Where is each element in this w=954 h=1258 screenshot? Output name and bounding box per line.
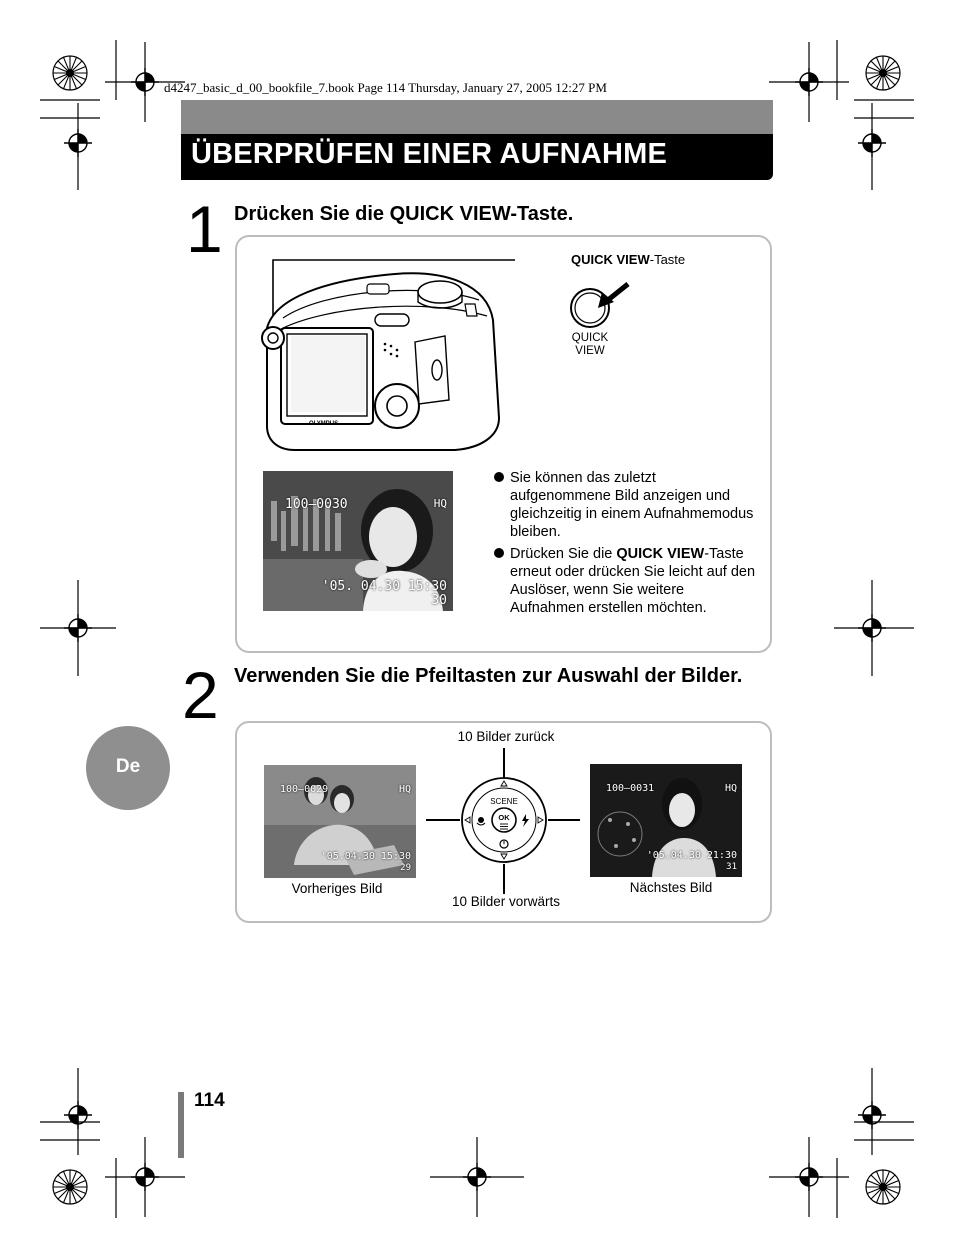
bullet-icon (494, 472, 504, 482)
arrow-pad-diagram: SCENE OK (426, 748, 580, 894)
page-number: 114 (194, 1090, 225, 1111)
lcd-file-no: 100–0030 (285, 497, 348, 512)
label-previous: Vorheriges Bild (291, 881, 383, 896)
menu-icon (500, 823, 508, 830)
note-2: Drücken Sie die QUICK VIEW-Taste erneut … (494, 545, 758, 617)
camera-illustration: OLYMPUS (261, 259, 515, 451)
note-2-pre: Drücken Sie die (510, 546, 617, 562)
button-label-line-1: QUICK (571, 332, 609, 344)
label-10-forward: 10 Bilder vorwärts (451, 894, 561, 909)
note-1-text: Sie können das zuletzt aufgenommene Bild… (510, 470, 754, 540)
arrow-icon (598, 282, 630, 308)
lcd-preview-previous: 100–0029 HQ '05.04.30 15:30 29 (264, 765, 416, 878)
next-datetime: '05.04.30 21:30 (646, 850, 737, 861)
quick-view-button-icon (570, 282, 630, 328)
photo-woman (263, 471, 453, 611)
next-file-no: 100–0031 (606, 783, 655, 794)
note-2-bold: QUICK VIEW (616, 546, 705, 562)
prev-file-no: 100–0029 (280, 784, 329, 795)
title-bar-accent (181, 100, 773, 134)
lcd-frame: 30 (431, 593, 447, 608)
flash-icon (522, 814, 529, 827)
photo-night-girl (590, 764, 742, 877)
next-quality: HQ (724, 783, 737, 794)
step-1-notes: Sie können das zuletzt aufgenommene Bild… (494, 469, 758, 621)
lcd-preview-current: 100–0030 HQ '05. 04.30 15:30 30 (263, 471, 453, 611)
label-10-back: 10 Bilder zurück (457, 729, 555, 744)
prev-datetime: '05.04.30 15:30 (320, 851, 411, 862)
note-2-post: -Taste erneut oder drücken Sie leicht au… (510, 546, 756, 616)
next-frame: 31 (726, 862, 737, 872)
callout-rest: -Taste (649, 252, 686, 267)
step-2-title: Verwenden Sie die Pfeiltasten zur Auswah… (234, 665, 743, 687)
language-tab-label: De (115, 756, 141, 777)
macro-flower-icon (476, 817, 486, 826)
bullet-icon (494, 548, 504, 558)
step-1-number: 1 (186, 192, 223, 266)
lcd-preview-next: 100–0031 HQ '05.04.30 21:30 31 (590, 764, 742, 877)
quick-view-button-label: QUICK VIEW (565, 332, 615, 358)
note-1: Sie können das zuletzt aufgenommene Bild… (494, 469, 758, 541)
quick-view-callout: QUICK VIEW-Taste (571, 251, 685, 269)
callout-bold: QUICK VIEW (571, 252, 650, 267)
lcd-quality: HQ (433, 497, 447, 510)
language-tab (86, 726, 170, 810)
self-timer-icon (499, 839, 509, 849)
dial-scene-label: SCENE (490, 797, 518, 806)
step-2-number: 2 (182, 658, 219, 732)
page-number-bar (178, 1092, 184, 1158)
button-label-line-2: VIEW (575, 345, 605, 357)
camera-brand: OLYMPUS (309, 421, 338, 427)
label-next: Nächstes Bild (629, 880, 713, 895)
photo-family (264, 765, 416, 878)
title-bar (181, 134, 773, 180)
prev-frame: 29 (400, 863, 411, 873)
lcd-datetime: '05. 04.30 15:30 (321, 579, 447, 594)
book-info-header: d4247_basic_d_00_bookfile_7.book Page 11… (164, 80, 607, 95)
dial-ok-label: OK (498, 813, 510, 822)
page-title: ÜBERPRÜFEN EINER AUFNAHME (191, 138, 667, 170)
prev-quality: HQ (398, 784, 411, 795)
step-1-title: Drücken Sie die QUICK VIEW-Taste. (234, 203, 574, 225)
